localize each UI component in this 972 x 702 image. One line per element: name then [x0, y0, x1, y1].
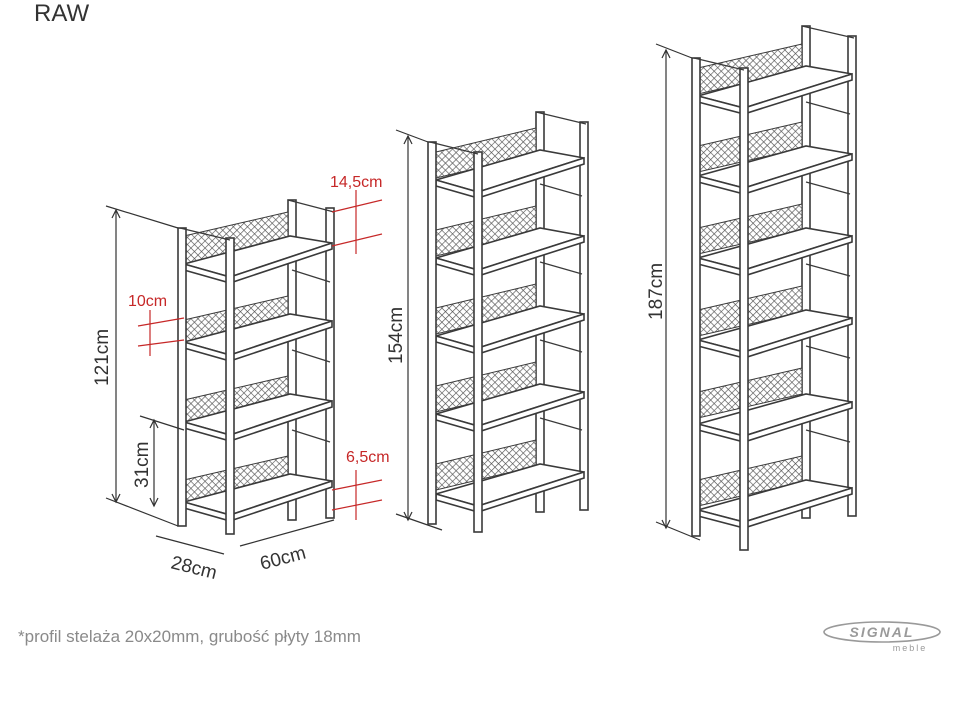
label-height-large: 187cm: [646, 263, 667, 320]
dimension-lines-medium: [395, 129, 443, 531]
label-shelf-gap-small: 31cm: [132, 442, 153, 488]
shelf-unit-small: [177, 199, 335, 535]
label-depth-small: 28cm: [169, 552, 219, 584]
label-top-gap-small: 14,5cm: [330, 174, 382, 191]
label-height-medium: 154cm: [386, 307, 407, 364]
label-shelf-spacing-small: 10cm: [128, 293, 167, 310]
label-width-small: 60cm: [258, 543, 308, 575]
logo-sub-text: meble: [893, 643, 928, 653]
dimension-lines-small: [105, 190, 383, 555]
label-bottom-gap-small: 6,5cm: [346, 449, 390, 466]
brand-logo: SIGNAL meble: [823, 621, 941, 653]
page-title: RAW: [34, 0, 90, 27]
logo-brand-text: SIGNAL: [850, 624, 915, 640]
shelf-unit-medium: [427, 111, 589, 533]
shelf-unit-large: [691, 25, 857, 551]
footnote: *profil stelaża 20x20mm, grubość płyty 1…: [18, 627, 361, 646]
label-height-small: 121cm: [92, 329, 113, 386]
dimension-lines-large: [655, 43, 701, 541]
